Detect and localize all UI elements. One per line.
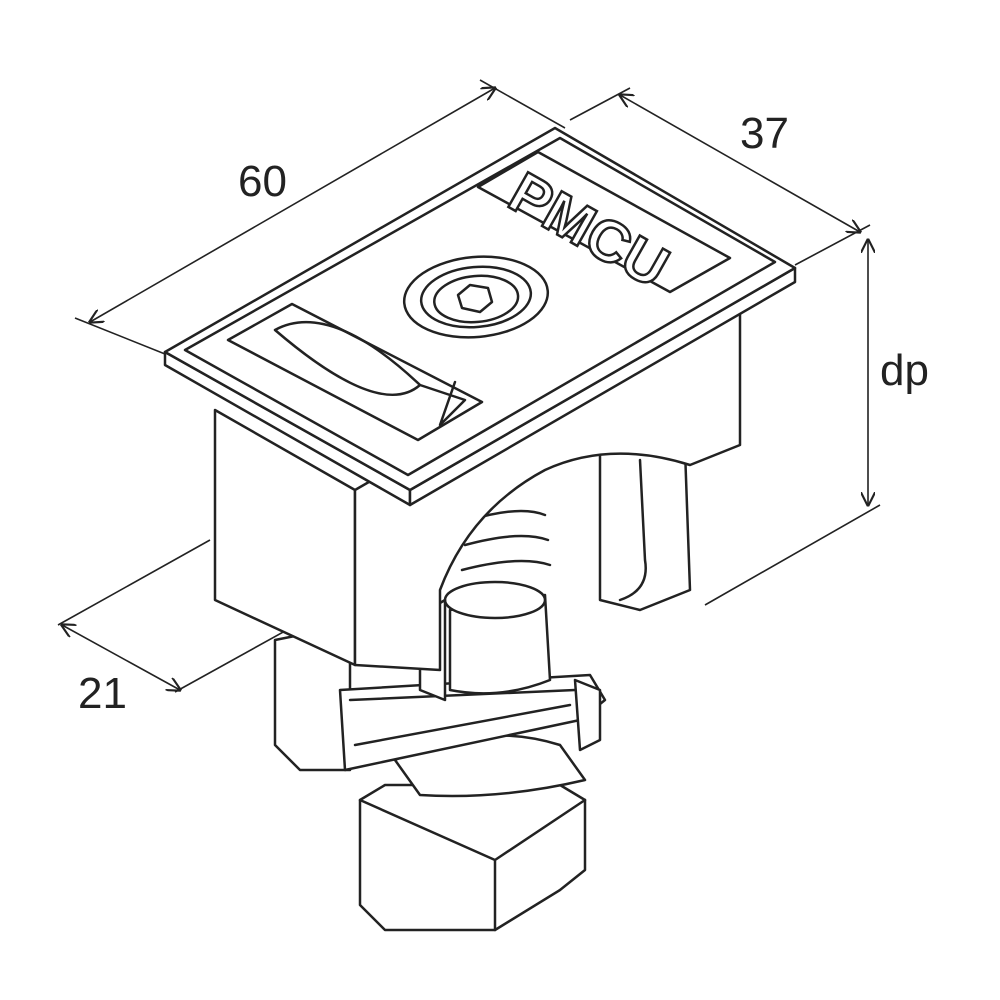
dimension-37: 37 xyxy=(569,87,871,266)
t-nut xyxy=(358,734,587,932)
side-strap xyxy=(598,448,692,612)
dimension-37-label: 37 xyxy=(740,109,789,158)
dimension-dp: dp xyxy=(704,240,929,606)
dimension-dp-label: dp xyxy=(880,346,929,395)
marking-panel xyxy=(476,150,732,294)
hex-socket-bolt-icon xyxy=(402,255,550,339)
lower-bracket xyxy=(273,623,607,772)
dimension-21-label: 21 xyxy=(78,669,127,718)
dimension-60: 60 xyxy=(74,79,566,357)
fish-icon xyxy=(273,320,467,427)
dimension-60-label: 60 xyxy=(238,157,287,206)
fish-panel xyxy=(226,302,484,442)
